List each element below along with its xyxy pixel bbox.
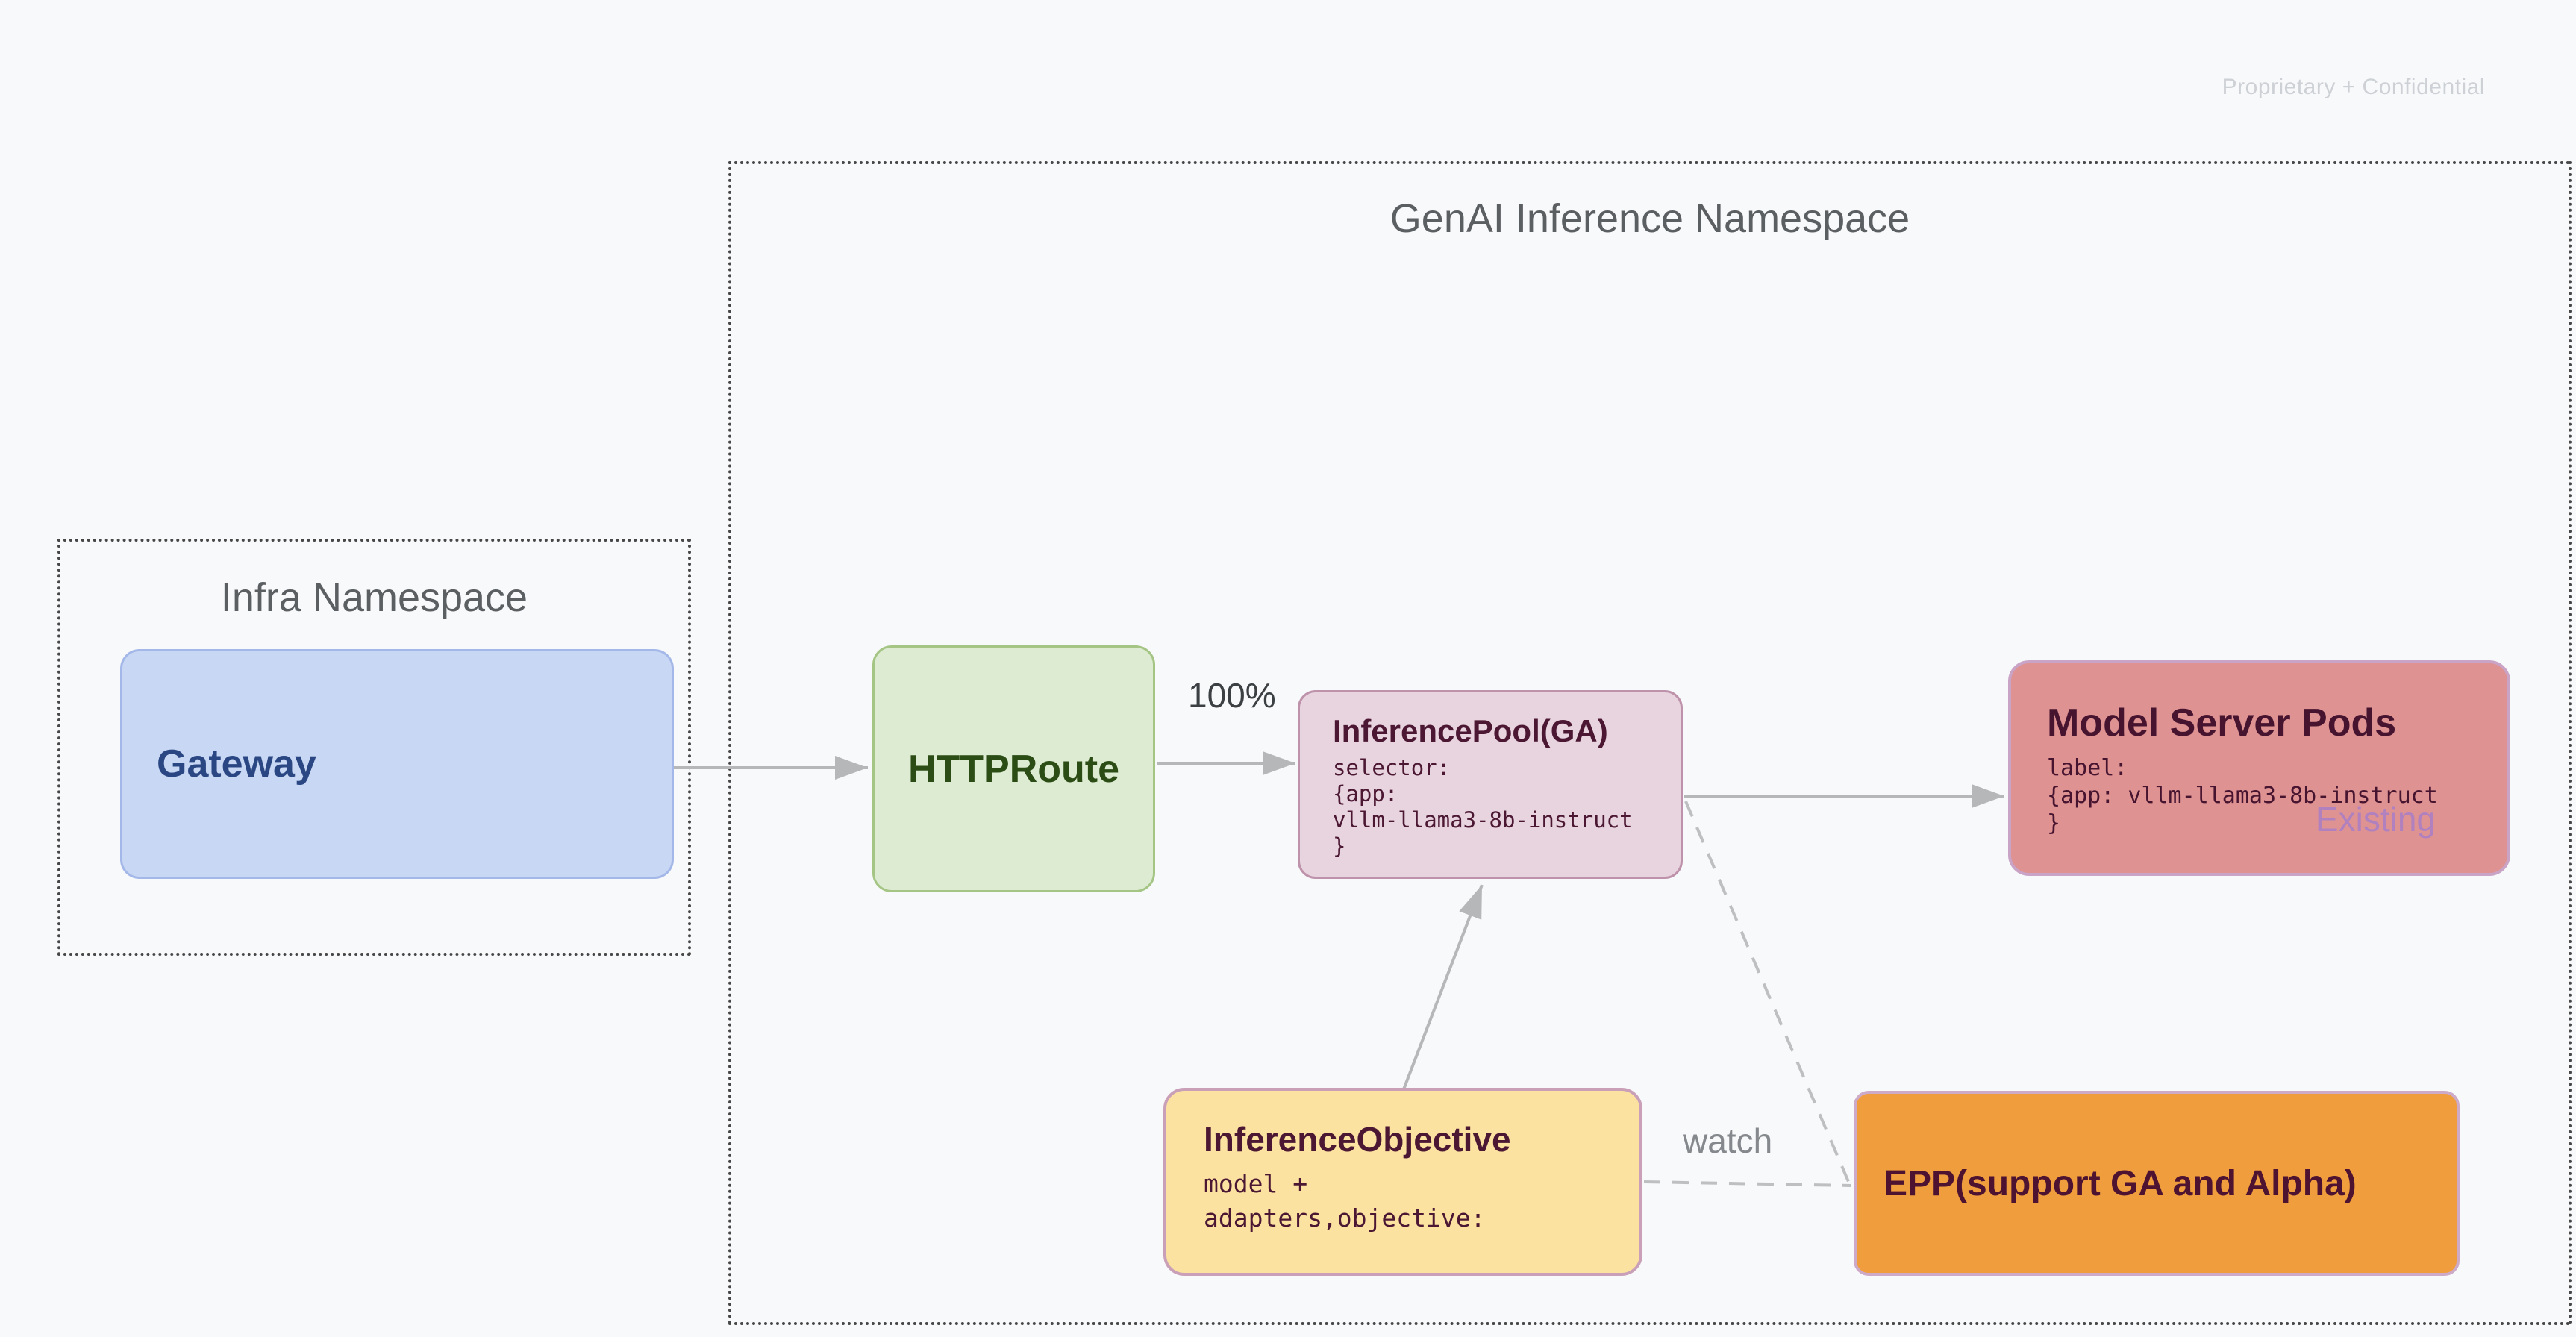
httproute-node-title: HTTPRoute — [907, 747, 1120, 791]
infra-namespace-box[interactable]: Infra Namespace — [57, 539, 691, 956]
modelserverpods-node-title: Model Server Pods — [2047, 701, 2397, 745]
epp-node-title: EPP(support GA and Alpha) — [1883, 1163, 2357, 1203]
gateway-node[interactable]: Gateway — [120, 649, 674, 879]
confidential-watermark: Proprietary + Confidential — [2222, 75, 2485, 99]
gateway-node-title: Gateway — [157, 742, 316, 786]
infra-namespace-title: Infra Namespace — [220, 575, 528, 620]
inferenceobjective-model-code: model + adapters,objective: — [1204, 1169, 1486, 1233]
epp-node[interactable]: EPP(support GA and Alpha) — [1854, 1091, 2460, 1276]
modelserverpods-node[interactable]: Model Server Pods label: {app: vllm-llam… — [2008, 660, 2510, 876]
existing-tag: Existing — [2315, 800, 2436, 839]
httproute-node[interactable]: HTTPRoute — [872, 645, 1155, 892]
inferenceobjective-node[interactable]: InferenceObjective model + adapters,obje… — [1163, 1088, 1642, 1276]
inferencepool-node-title: InferencePool(GA) — [1333, 713, 1608, 748]
genai-namespace-title: GenAI Inference Namespace — [1389, 196, 1910, 241]
inferencepool-selector-code: selector: {app: vllm-llama3-8b-instruct … — [1333, 755, 1633, 859]
modelserverpods-label-code: label: {app: vllm-llama3-8b-instruct } — [2047, 755, 2438, 836]
traffic-split-label: 100% — [1188, 676, 1276, 715]
edge-inferenceobjective-to-inferencepool[interactable] — [1402, 884, 1484, 1090]
genai-namespace-box[interactable]: GenAI Inference Namespace — [728, 161, 2572, 1325]
inferenceobjective-node-title: InferenceObjective — [1204, 1120, 1511, 1159]
edge-inferenceobjective-to-epp-watch-dashed[interactable] — [1643, 1180, 1851, 1187]
edge-inferencepool-to-epp-dashed[interactable] — [1684, 801, 1851, 1184]
inferencepool-node[interactable]: InferencePool(GA) selector: {app: vllm-l… — [1298, 690, 1683, 879]
watch-label: watch — [1683, 1121, 1773, 1160]
